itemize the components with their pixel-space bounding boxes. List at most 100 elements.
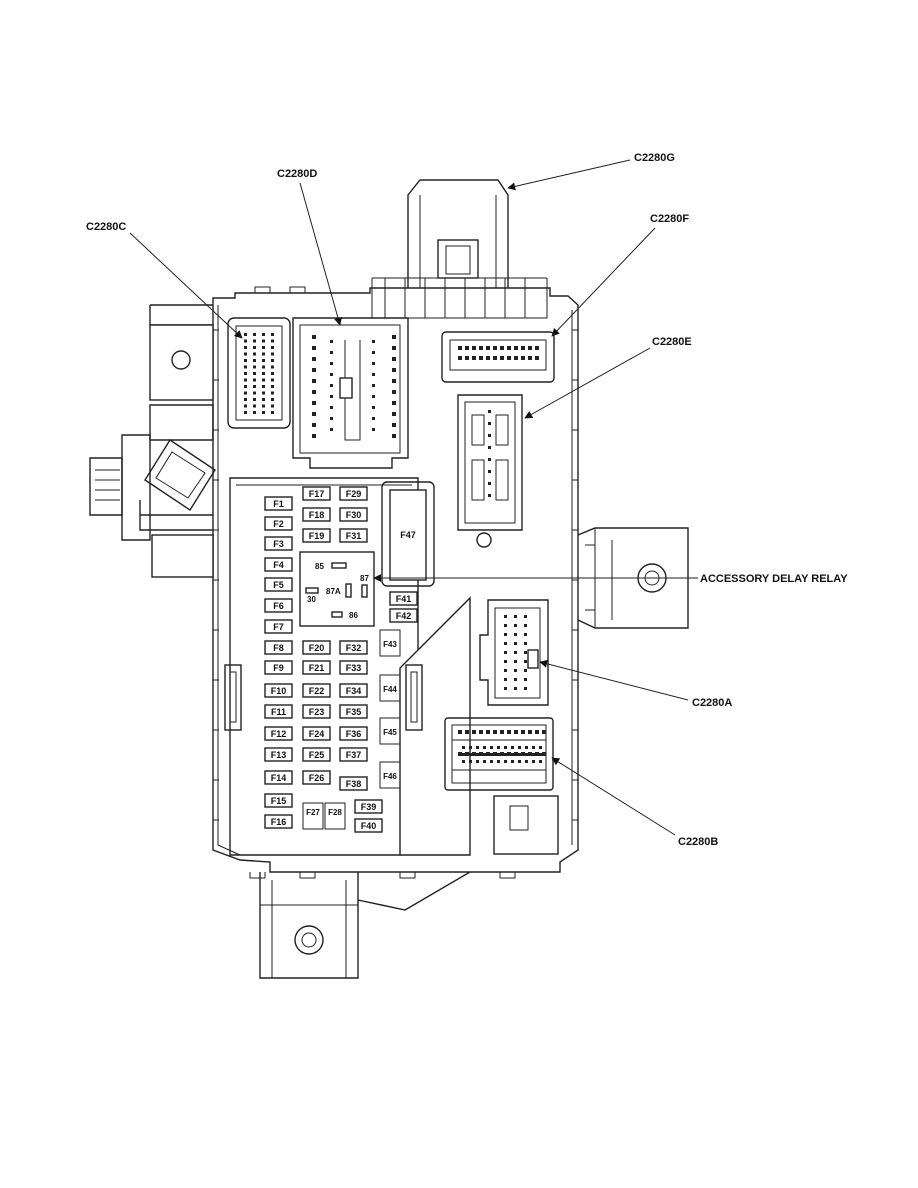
connector-pin	[504, 651, 507, 654]
connector-pin	[330, 340, 333, 343]
connector-pin	[244, 365, 247, 369]
connector-pin	[330, 395, 333, 398]
fuse-f25	[302, 747, 331, 762]
connector-pin	[253, 404, 256, 408]
connector-pin	[486, 346, 490, 350]
fuse-f20	[302, 640, 331, 655]
fuse-label-f10: F10	[271, 686, 287, 696]
connector-pin	[244, 398, 247, 401]
connector-pin	[524, 651, 527, 654]
connector-pin	[488, 494, 491, 497]
connector-pin	[504, 687, 507, 690]
connector-pin	[514, 633, 517, 636]
connector-pin	[458, 730, 462, 734]
fuse-label-f9: F9	[273, 663, 284, 673]
connector-pin	[312, 401, 316, 405]
fuse-f30	[339, 507, 368, 522]
connector-pin	[488, 410, 491, 413]
fuse-f6	[264, 598, 293, 613]
fuse-label-f27: F27	[306, 808, 320, 817]
connector-pin	[458, 752, 462, 756]
label-c2280c: C2280C	[86, 221, 126, 233]
connector-pin	[524, 678, 527, 681]
fuse-f16	[264, 814, 293, 829]
fuse-f13	[264, 747, 293, 762]
connector-pin	[262, 385, 265, 388]
connector-pin	[253, 411, 256, 414]
relay-pin-87a: 87A	[326, 587, 341, 596]
fuse-label-f2: F2	[273, 519, 284, 529]
fuse-f42	[389, 608, 418, 623]
connector-pin	[253, 339, 256, 343]
fuse-f8	[264, 640, 293, 655]
connector-pin	[244, 378, 247, 382]
fuse-f10	[264, 683, 293, 698]
fuse-label-f45: F45	[383, 728, 397, 737]
fuse-label-f41: F41	[396, 594, 412, 604]
connector-pin	[462, 746, 465, 749]
connector-pin	[372, 417, 375, 420]
connector-pin	[253, 385, 256, 388]
connector-pin	[497, 746, 500, 749]
fuse-label-f35: F35	[346, 707, 362, 717]
fuse-f17	[302, 486, 331, 501]
fuse-f36	[339, 726, 368, 741]
connector-pin	[465, 752, 469, 756]
connector-pin	[271, 372, 274, 375]
fuse-label-f17: F17	[309, 489, 325, 499]
connector-pin	[262, 398, 265, 401]
fuse-label-f12: F12	[271, 729, 287, 739]
fuse-f18	[302, 507, 331, 522]
fuse-label-f8: F8	[273, 643, 284, 653]
connector-pin	[244, 372, 247, 375]
connector-pin	[458, 356, 462, 360]
fuse-label-f31: F31	[346, 531, 362, 541]
connector-pin	[330, 373, 333, 376]
fuse-f44	[379, 674, 401, 702]
connector-pin	[504, 633, 507, 636]
connector-pin	[271, 352, 274, 356]
connector-pin	[488, 458, 491, 461]
connector-pin	[528, 346, 532, 350]
connector-pin	[493, 356, 497, 360]
fuse-f29	[339, 486, 368, 501]
connector-pin	[488, 470, 491, 473]
fuse-label-f37: F37	[346, 750, 362, 760]
connector-pin	[504, 678, 507, 681]
connector-pin	[244, 385, 247, 388]
fuse-f46	[379, 761, 401, 789]
connector-pin	[504, 760, 507, 763]
connector-pin	[497, 753, 500, 756]
fuse-label-f20: F20	[309, 643, 325, 653]
connector-pin	[500, 752, 504, 756]
fuse-label-f25: F25	[309, 750, 325, 760]
connector-pin	[500, 356, 504, 360]
connector-pin	[500, 730, 504, 734]
connector-pin	[312, 335, 316, 339]
connector-pin	[392, 401, 396, 405]
connector-pin	[253, 365, 256, 369]
connector-pin	[253, 378, 256, 382]
label-c2280g: C2280G	[634, 152, 675, 164]
connector-pin	[253, 333, 256, 336]
connector-pin	[525, 746, 528, 749]
relay-pins	[305, 562, 368, 618]
connector-pin	[532, 753, 535, 756]
connector-pin	[262, 378, 265, 382]
connector-pin	[271, 391, 274, 395]
connector-pin	[525, 753, 528, 756]
connector-pin	[539, 753, 542, 756]
connector-pin	[312, 357, 316, 361]
connector-pin	[372, 373, 375, 376]
fuse-f35	[339, 704, 368, 719]
connector-pin	[244, 391, 247, 395]
connector-pin	[476, 760, 479, 763]
fuse-label-f40: F40	[361, 821, 377, 831]
connector-pin	[479, 752, 483, 756]
relay-pin-85: 85	[315, 562, 324, 571]
label-c2280d: C2280D	[277, 168, 317, 180]
connector-pin	[514, 669, 517, 672]
connector-pin	[514, 642, 517, 645]
label-c2280e: C2280E	[652, 336, 692, 348]
fuse-f5	[264, 577, 293, 592]
